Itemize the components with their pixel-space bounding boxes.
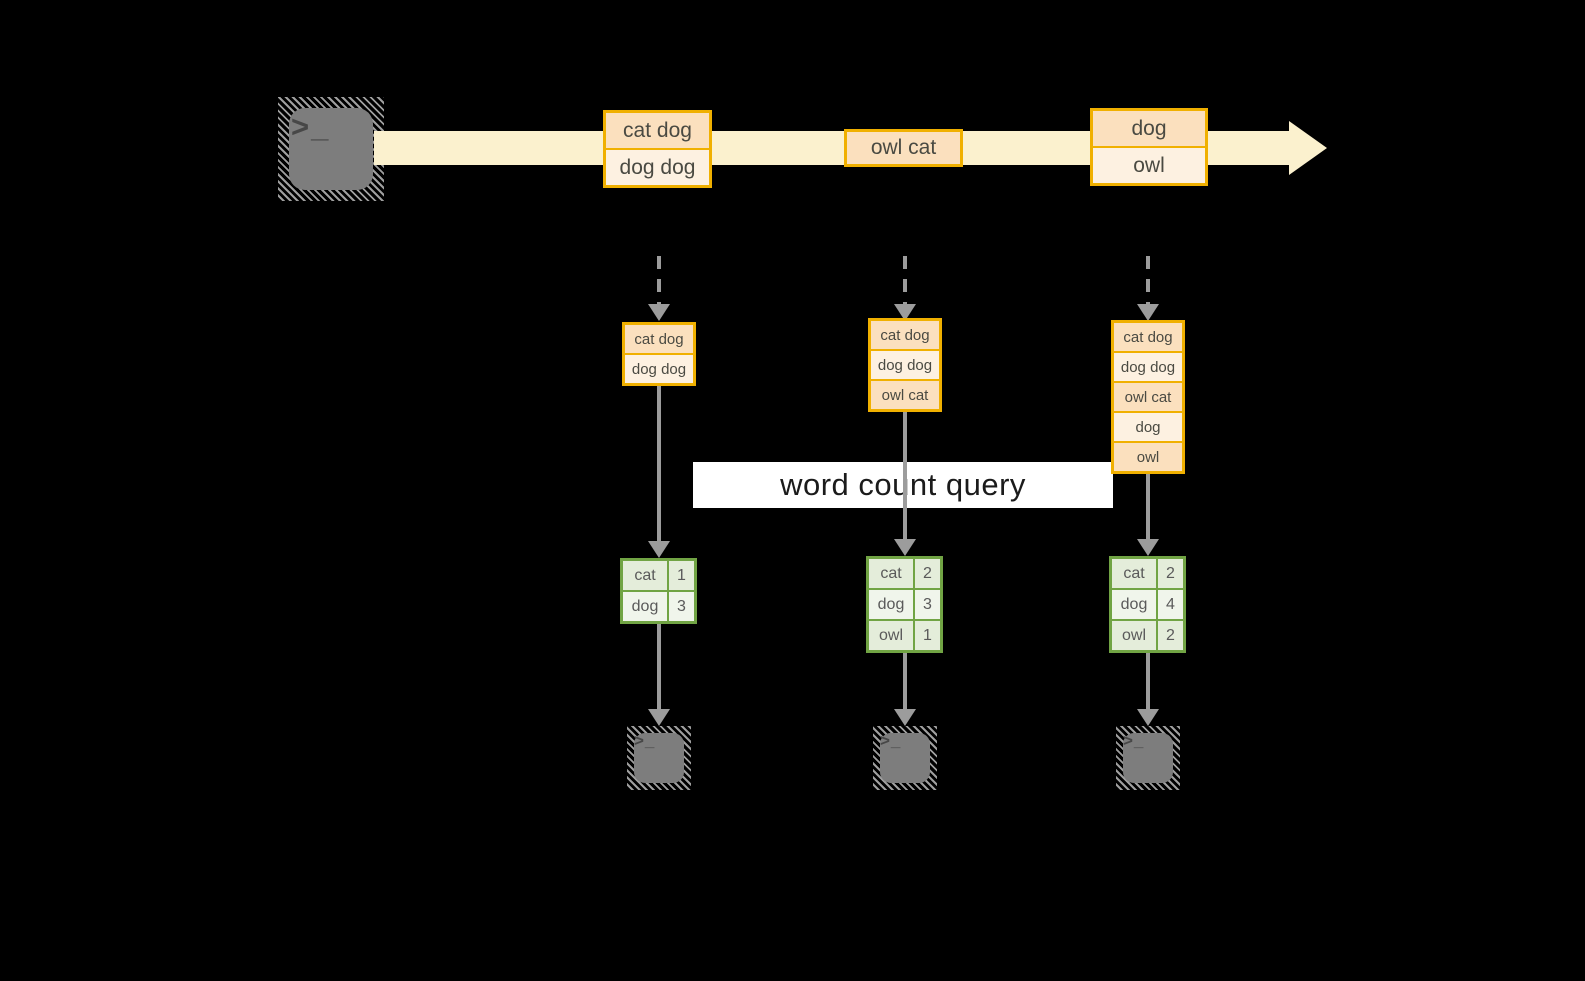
buffer-row: dog dog: [871, 349, 939, 379]
word-cell: dog: [869, 590, 913, 619]
batch-row: owl: [1093, 146, 1205, 183]
ingest-dashed-arrow: [1146, 256, 1150, 304]
count-cell: 2: [1156, 559, 1183, 588]
count-cell: 2: [913, 559, 940, 588]
batch-row: cat dog: [606, 113, 709, 148]
arrow-head-icon: [648, 709, 670, 726]
buffer-row: owl cat: [871, 379, 939, 409]
arrow-head-icon: [1137, 304, 1159, 321]
ingest-dashed-arrow: [657, 256, 661, 304]
result-row: dog 4: [1112, 588, 1183, 619]
count-cell: 4: [1156, 590, 1183, 619]
stream-arrow-head-icon: [1289, 121, 1327, 175]
output-arrow: [657, 624, 661, 709]
terminal-prompt-glyph: >_: [634, 731, 656, 750]
buffer-row: dog dog: [1114, 351, 1182, 381]
ingest-dashed-arrow: [903, 256, 907, 304]
result-row: owl 2: [1112, 619, 1183, 650]
input-buffer-3: cat dog dog dog owl cat dog owl: [1111, 320, 1185, 474]
buffer-row: cat dog: [871, 321, 939, 349]
result-row: cat 2: [869, 559, 940, 588]
output-arrow: [1146, 653, 1150, 709]
word-cell: cat: [869, 559, 913, 588]
stream-batch-1: cat dog dog dog: [603, 110, 712, 188]
result-table-2: cat 2 dog 3 owl 1: [866, 556, 943, 653]
count-cell: 1: [913, 621, 940, 650]
result-row: cat 1: [623, 561, 694, 590]
input-buffer-1: cat dog dog dog: [622, 322, 696, 386]
terminal-prompt-glyph: >_: [1123, 731, 1145, 750]
arrow-head-icon: [894, 709, 916, 726]
terminal-screen: [1123, 733, 1173, 783]
input-buffer-2: cat dog dog dog owl cat: [868, 318, 942, 412]
result-table-1: cat 1 dog 3: [620, 558, 697, 624]
count-cell: 2: [1156, 621, 1183, 650]
count-cell: 3: [913, 590, 940, 619]
terminal-screen: [634, 733, 684, 783]
buffer-row: owl: [1114, 441, 1182, 471]
query-arrow: [1146, 474, 1150, 539]
buffer-row: cat dog: [1114, 323, 1182, 351]
terminal-prompt-glyph: >_: [291, 109, 331, 144]
buffer-row: dog: [1114, 411, 1182, 441]
stream-batch-2: owl cat: [844, 129, 963, 167]
source-terminal-icon: >_: [278, 97, 384, 201]
output-arrow: [903, 653, 907, 709]
word-cell: owl: [1112, 621, 1156, 650]
sink-terminal-icon: >_: [627, 726, 691, 790]
word-cell: owl: [869, 621, 913, 650]
query-label: word count query: [780, 467, 1026, 502]
batch-row: owl cat: [847, 132, 960, 164]
batch-row: dog dog: [606, 148, 709, 185]
buffer-row: cat dog: [625, 325, 693, 353]
arrow-head-icon: [894, 539, 916, 556]
word-cell: cat: [1112, 559, 1156, 588]
query-arrow: [657, 386, 661, 541]
count-cell: 1: [667, 561, 694, 590]
terminal-screen: [289, 108, 373, 190]
query-arrow: [903, 412, 907, 539]
buffer-row: dog dog: [625, 353, 693, 383]
word-cell: dog: [1112, 590, 1156, 619]
result-row: cat 2: [1112, 559, 1183, 588]
batch-row: dog: [1093, 111, 1205, 146]
sink-terminal-icon: >_: [1116, 726, 1180, 790]
arrow-head-icon: [648, 541, 670, 558]
result-row: owl 1: [869, 619, 940, 650]
result-row: dog 3: [623, 590, 694, 621]
buffer-row: owl cat: [1114, 381, 1182, 411]
arrow-head-icon: [1137, 709, 1159, 726]
count-cell: 3: [667, 592, 694, 621]
word-cell: dog: [623, 592, 667, 621]
word-cell: cat: [623, 561, 667, 590]
arrow-head-icon: [1137, 539, 1159, 556]
terminal-screen: [880, 733, 930, 783]
sink-terminal-icon: >_: [873, 726, 937, 790]
result-row: dog 3: [869, 588, 940, 619]
result-table-3: cat 2 dog 4 owl 2: [1109, 556, 1186, 653]
terminal-prompt-glyph: >_: [880, 731, 902, 750]
arrow-head-icon: [894, 304, 916, 321]
arrow-head-icon: [648, 304, 670, 321]
stream-batch-3: dog owl: [1090, 108, 1208, 186]
